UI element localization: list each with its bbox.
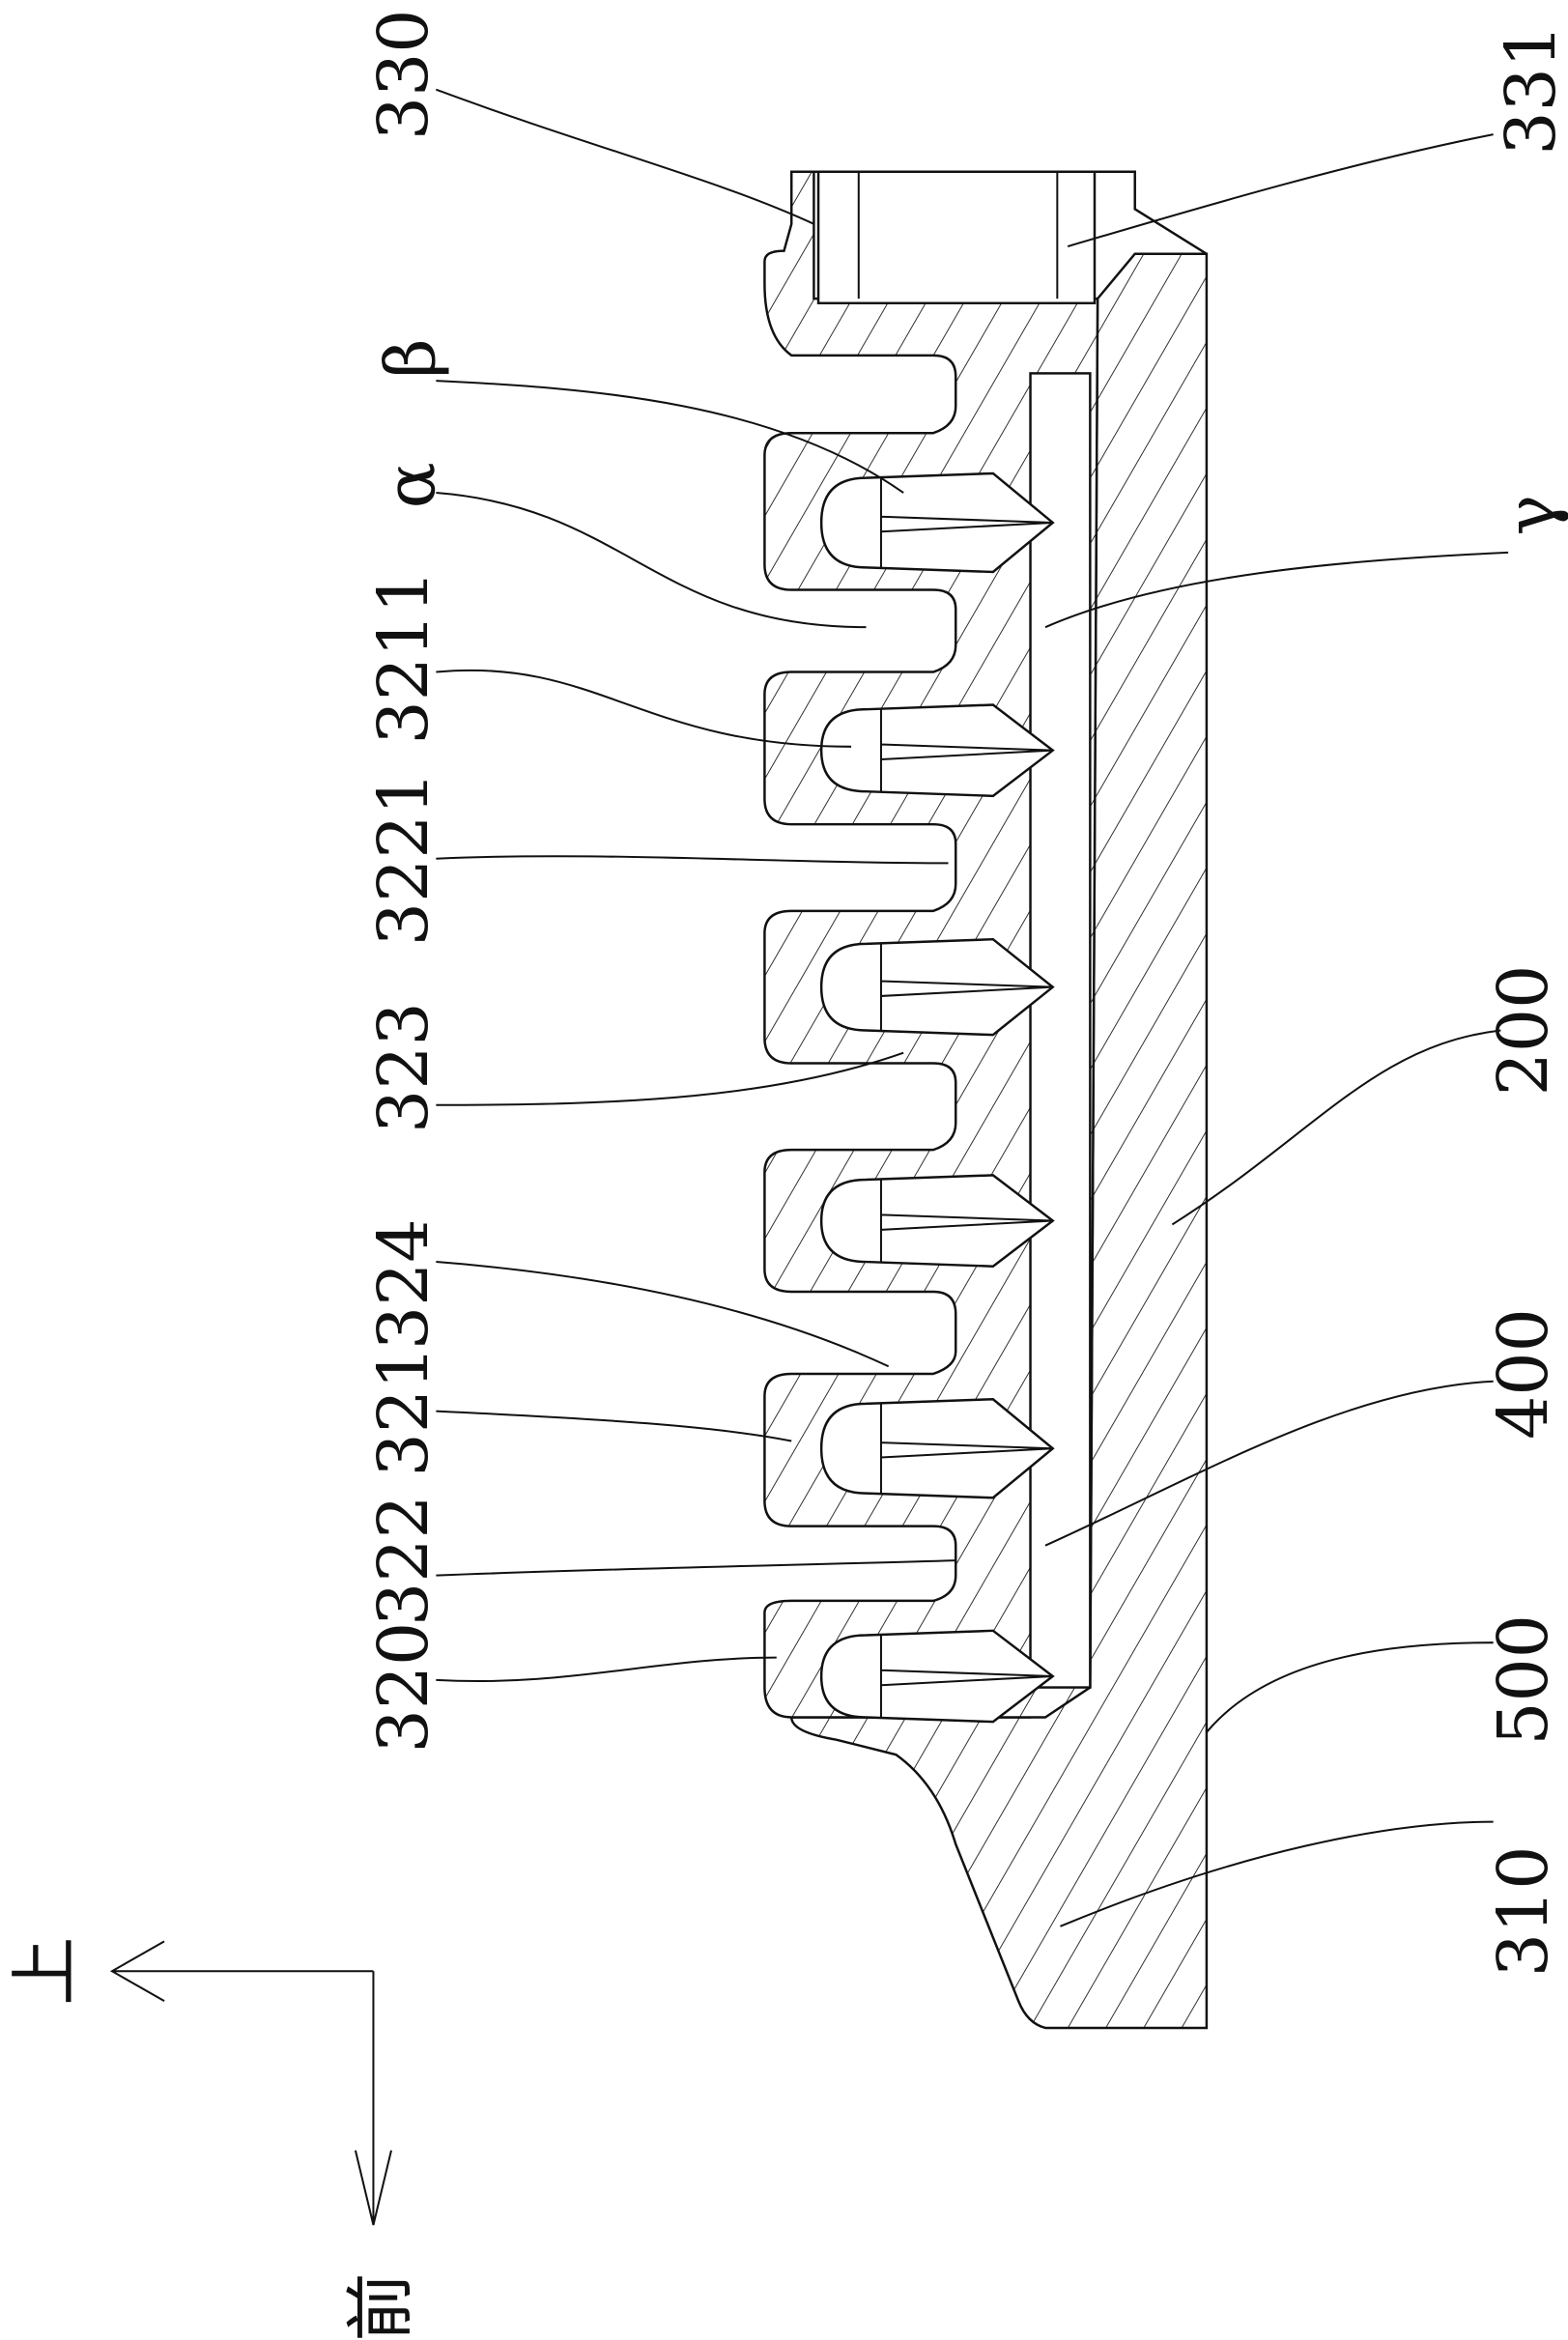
label-l321: 321 xyxy=(363,1346,443,1477)
label-beta: β xyxy=(371,338,451,378)
direction-indicator xyxy=(112,1941,391,2225)
label-l323: 323 xyxy=(363,1002,443,1133)
label-l400: 400 xyxy=(1483,1308,1563,1440)
label-l324: 324 xyxy=(363,1218,443,1350)
label-l3211: 3211 xyxy=(363,570,443,745)
label-up: 上 xyxy=(5,1937,85,2006)
label-gamma: γ xyxy=(1491,495,1568,535)
label-l322: 322 xyxy=(363,1495,443,1626)
cap-opening-331 xyxy=(818,172,1095,303)
label-l330: 330 xyxy=(363,9,443,140)
label-l310: 310 xyxy=(1483,1846,1563,1978)
label-l500: 500 xyxy=(1483,1614,1563,1746)
label-l200: 200 xyxy=(1483,965,1563,1097)
label-l3221: 3221 xyxy=(363,771,443,946)
label-l331: 331 xyxy=(1491,24,1568,156)
label-l320: 320 xyxy=(363,1622,443,1754)
label-alpha: α xyxy=(371,462,451,508)
channel-400 xyxy=(1031,373,1091,1687)
label-front: 前 xyxy=(341,2272,421,2340)
